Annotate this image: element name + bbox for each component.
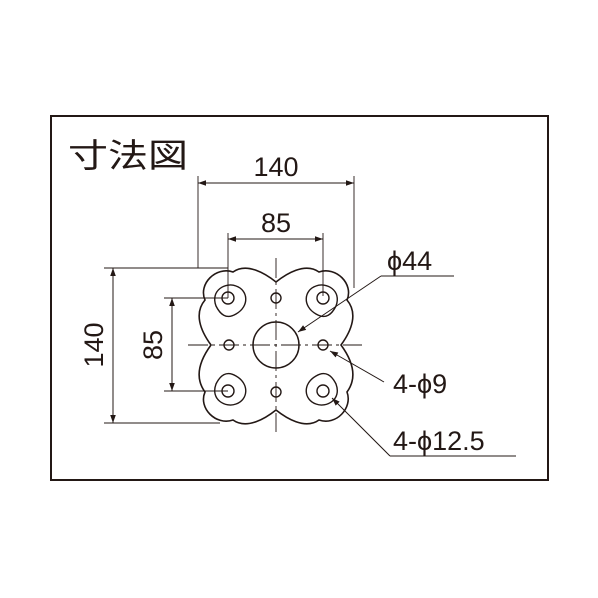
leader-large-holes [331, 397, 516, 457]
extension-lines [104, 176, 355, 424]
center-hole [252, 321, 300, 369]
leader-small-holes [329, 350, 385, 383]
callout-center-hole: ϕ44 [387, 246, 432, 276]
callout-small-holes: 4-ϕ9 [393, 369, 447, 399]
leader-center-hole [297, 275, 454, 333]
center-lines [188, 258, 362, 432]
dim-left-inner: 85 [138, 330, 168, 360]
dim-top-inner: 85 [261, 208, 291, 238]
drawing-frame [50, 115, 549, 481]
small-holes [223, 292, 329, 398]
dim-left-outer: 140 [79, 322, 109, 367]
flange-outline [198, 267, 354, 425]
dim-top-outer: 140 [253, 152, 298, 182]
drawing-title: 寸法図 [68, 137, 188, 174]
dimension-lines [110, 180, 354, 423]
callout-large-holes: 4-ϕ12.5 [393, 426, 485, 456]
